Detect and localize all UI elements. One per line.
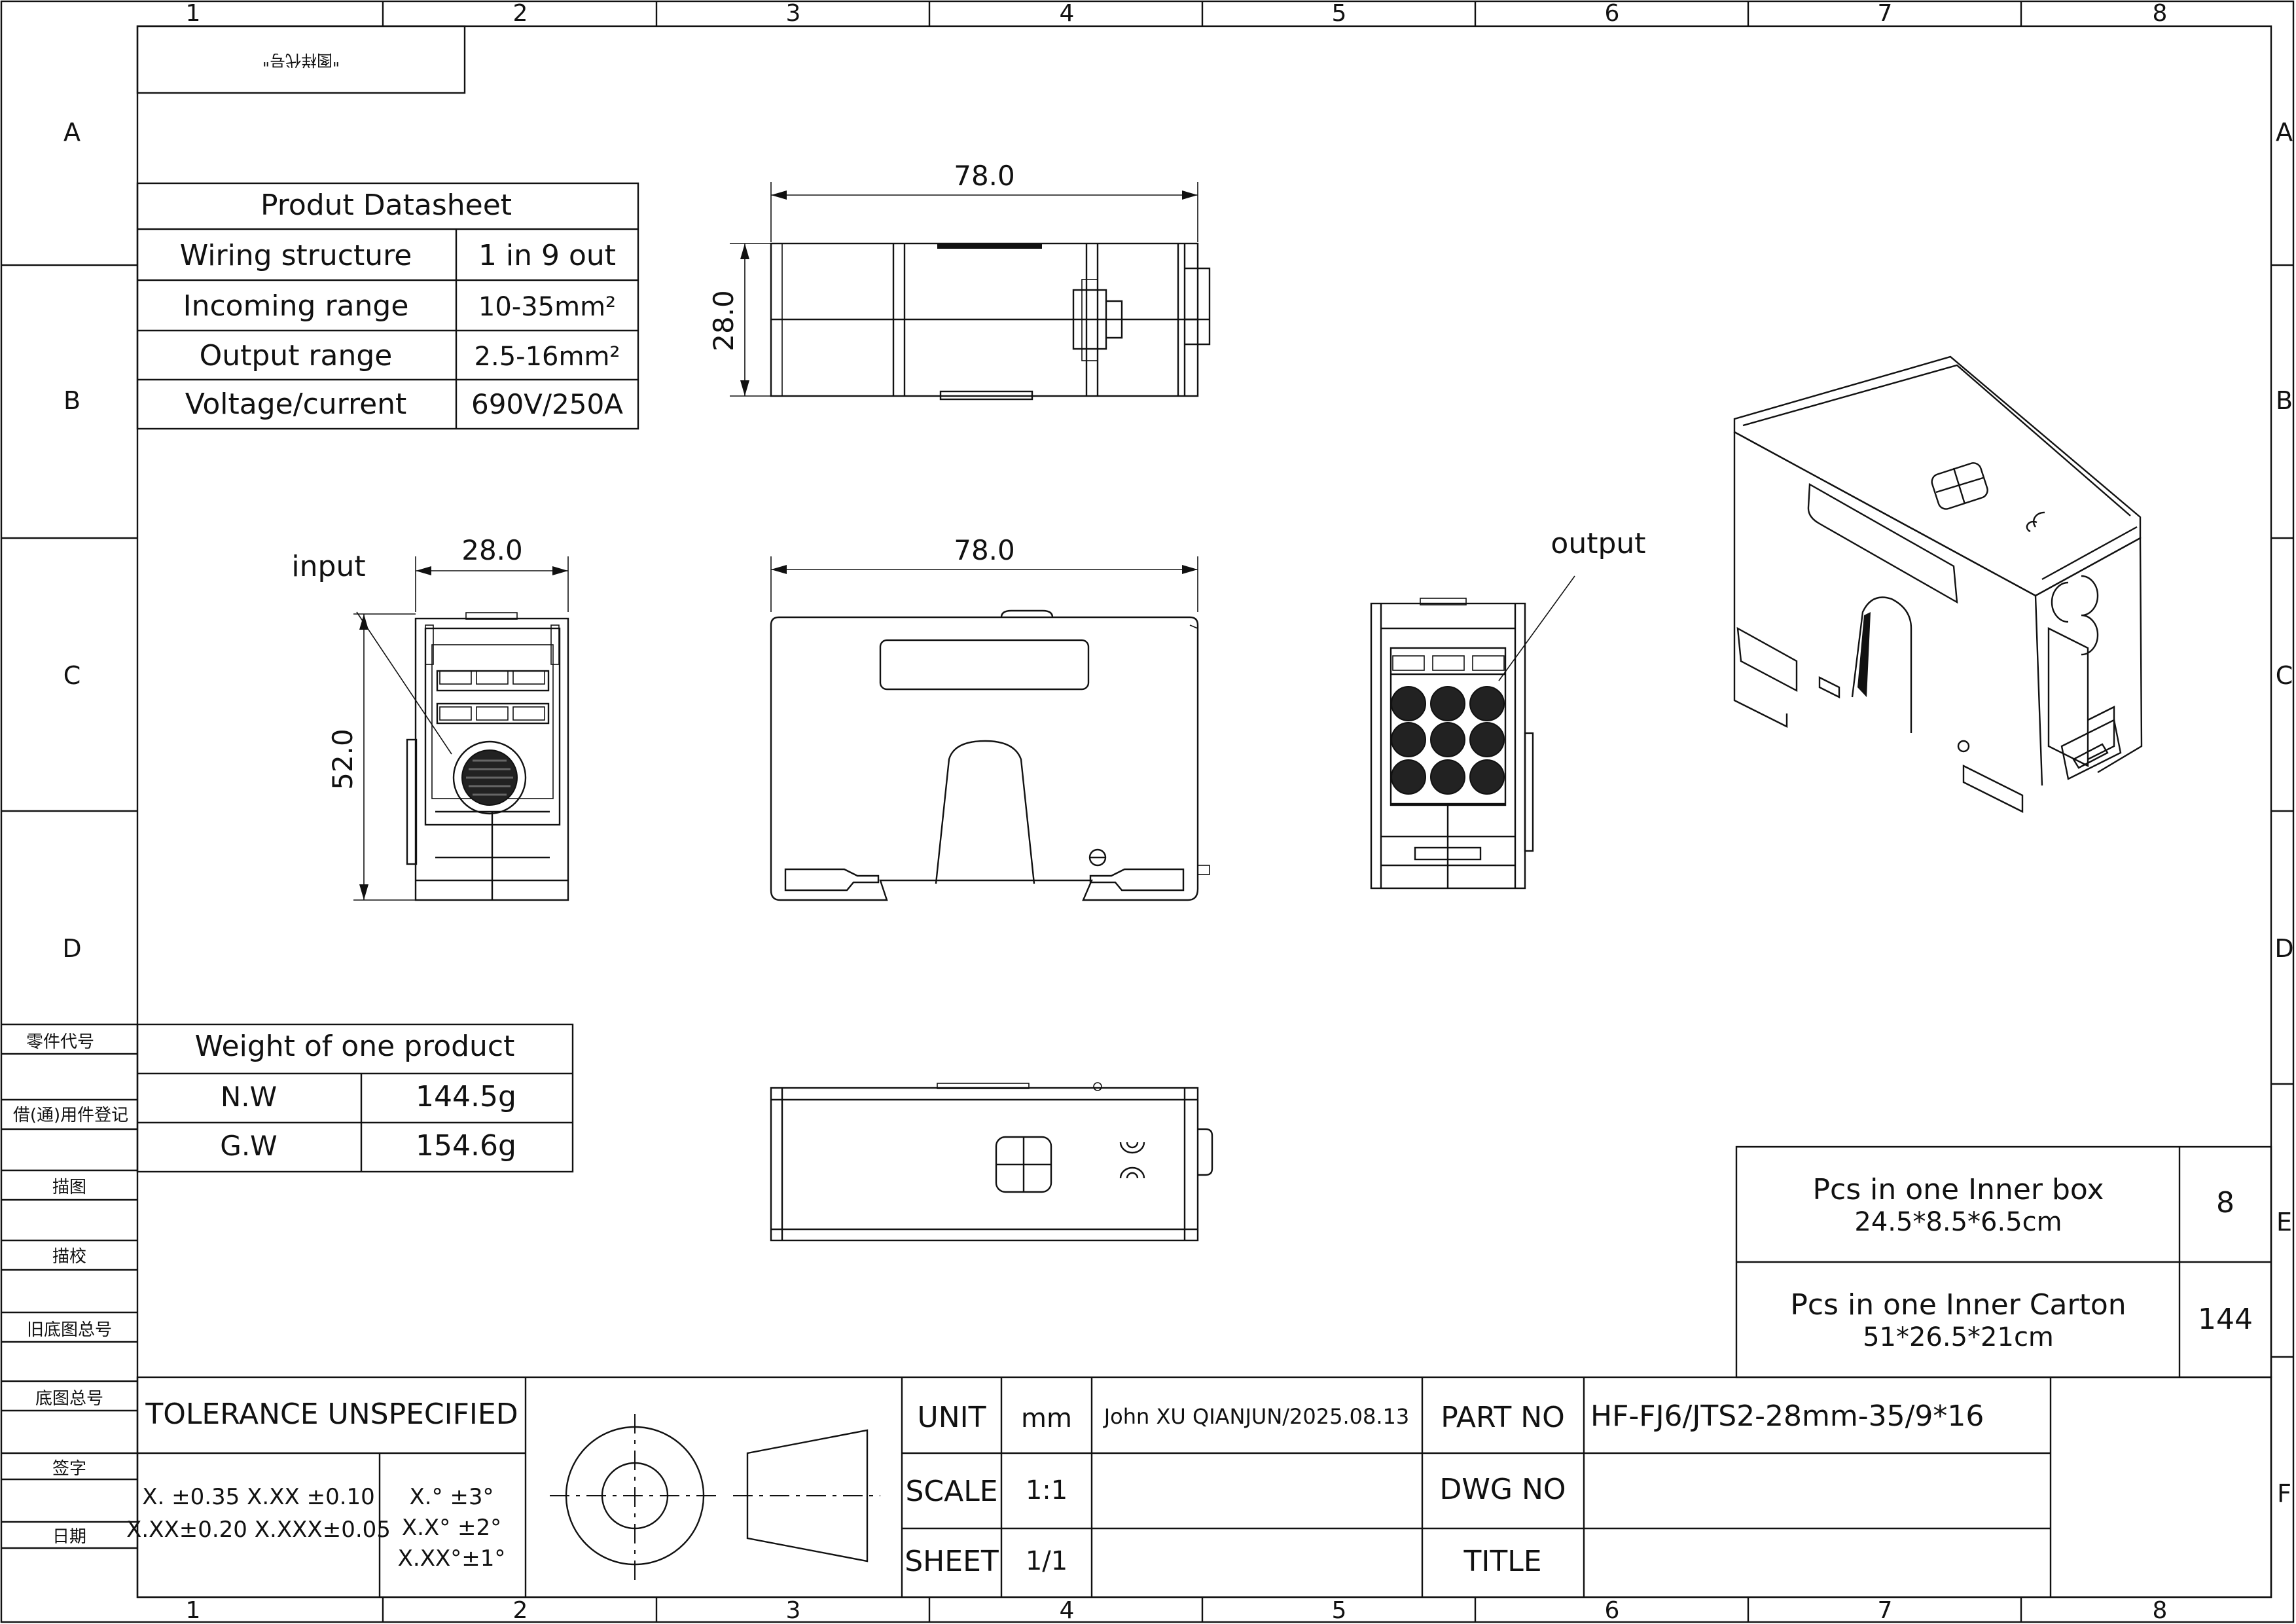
col-label-8-bottom: 8 [2153,1597,2168,1624]
weight-title: Weight of one product [195,1030,515,1063]
front-view-width-dim: 78.0 [954,534,1015,566]
packing-row-label: Pcs in one Inner box [1812,1173,2104,1206]
part-no-label: PART NO [1441,1401,1565,1434]
col-label-3-top: 3 [786,0,801,27]
packing-row-size: 24.5*8.5*6.5cm [1854,1207,2062,1237]
title-block: TOLERANCE UNSPECIFIED X. ±0.35 X.XX ±0.1… [126,1376,2272,1598]
scale-label: SCALE [905,1475,997,1508]
datasheet-row-label: Voltage/current [185,388,407,421]
title-label: TITLE [1463,1545,1541,1578]
drawing-code-box: "图样代号" [136,25,466,94]
side-label-borrow-register: 借(通)用件登记 [13,1106,128,1125]
side-view-height-dim: 52.0 [327,729,359,790]
col-label-6-bottom: 6 [1605,1597,1620,1624]
scale-value: 1:1 [1026,1475,1067,1506]
sheet-value: 1/1 [1026,1546,1067,1576]
datasheet-row-label: Incoming range [183,289,409,323]
packing-row-qty: 144 [2198,1303,2253,1336]
col-label-2-top: 2 [513,0,528,27]
side-label-part-code: 零件代号 [26,1032,94,1052]
side-label-signature: 签字 [52,1459,86,1479]
col-label-1-bottom: 1 [186,1597,201,1624]
packing-row-size: 51*26.5*21cm [1863,1322,2054,1352]
top-view-width-dim: 78.0 [954,160,1015,192]
tolerance-angle-line-1: X.° ±3° [409,1484,493,1510]
weight-row-value: 154.6g [416,1129,516,1163]
col-label-7-bottom: 7 [1878,1597,1893,1624]
datasheet-row-value: 10-35mm² [478,292,616,322]
side-label-old-base-no: 旧底图总号 [27,1320,112,1340]
input-callout-label: input [291,550,365,583]
datasheet-title: Produt Datasheet [260,189,512,222]
datasheet-row-value: 690V/250A [471,388,623,420]
unit-value: mm [1021,1403,1072,1434]
dwg-no-label: DWG NO [1439,1473,1566,1506]
col-label-6-top: 6 [1605,0,1620,27]
unit-label: UNIT [918,1401,986,1434]
row-label-b-left: B [63,386,81,415]
row-label-b-right: B [2276,386,2293,415]
col-label-8-top: 8 [2153,0,2168,27]
projection-symbol [550,1414,880,1581]
side-view-input: 28.0 52.0 input [291,534,569,901]
top-view-height-dim: 28.0 [708,290,740,352]
col-label-4-bottom: 4 [1060,1597,1075,1624]
bottom-view [770,1082,1213,1242]
tolerance-linear-line-2: X.XX±0.20 X.XXX±0.05 [126,1517,391,1543]
isometric-view [1733,355,2143,813]
datasheet-row-value: 1 in 9 out [478,239,616,272]
row-label-d-right: D [2274,934,2293,963]
datasheet-row-value: 2.5-16mm² [475,342,620,372]
datasheet-row-label: Output range [200,339,393,372]
sheet-label: SHEET [905,1545,999,1578]
weight-row-value: 144.5g [416,1080,516,1113]
weight-row-label: N.W [221,1081,277,1113]
front-view: 78.0 [770,534,1210,901]
col-label-5-top: 5 [1332,0,1347,27]
tolerance-linear-line-1: X. ±0.35 X.XX ±0.10 [142,1484,375,1510]
row-label-c-left: C [63,661,81,690]
packing-row-label: Pcs in one Inner Carton [1790,1288,2126,1322]
side-view-width-dim: 28.0 [461,534,523,566]
packing-row-qty: 8 [2216,1186,2234,1219]
side-label-date: 日期 [52,1527,86,1547]
row-label-f-right: F [2277,1479,2291,1508]
side-label-base-no: 底图总号 [35,1389,103,1409]
output-callout-label: output [1551,527,1645,560]
packing-table: Pcs in one Inner box 24.5*8.5*6.5cm 8 Pc… [1735,1146,2272,1379]
side-register: 零件代号 借(通)用件登记 描图 描校 旧底图总号 底图总号 签字 日期 [1,1023,137,1549]
col-label-5-bottom: 5 [1332,1597,1347,1624]
side-label-trace-check: 描校 [52,1247,86,1267]
col-label-3-bottom: 3 [786,1597,801,1624]
row-label-a-right: A [2276,118,2293,147]
col-label-4-top: 4 [1060,0,1075,27]
weight-row-label: G.W [220,1130,277,1162]
drawn-by: John XU QIANJUN/2025.08.13 [1103,1404,1410,1429]
row-label-e-right: E [2276,1208,2292,1236]
tolerance-title: TOLERANCE UNSPECIFIED [145,1398,518,1431]
col-label-2-bottom: 2 [513,1597,528,1624]
row-label-c-right: C [2276,661,2293,690]
side-view-output: output [1370,527,1646,890]
top-view: 78.0 28.0 [708,160,1211,401]
drawing-code-label: "图样代号" [262,51,340,69]
col-label-1-top: 1 [186,0,201,27]
tolerance-angle-line-2: X.X° ±2° [402,1515,501,1541]
row-label-a-left: A [63,118,81,147]
col-label-7-top: 7 [1878,0,1893,27]
part-no-value: HF-FJ6/JTS2-28mm-35/9*16 [1590,1399,1984,1433]
tolerance-angle-line-3: X.XX°±1° [398,1545,506,1572]
datasheet-row-label: Wiring structure [180,239,412,272]
row-label-d-left: D [62,934,81,963]
datasheet-table: Produt Datasheet Wiring structure 1 in 9… [136,182,639,430]
side-label-traced: 描图 [52,1178,86,1197]
weight-table: Weight of one product N.W 144.5g G.W 154… [136,1023,574,1173]
